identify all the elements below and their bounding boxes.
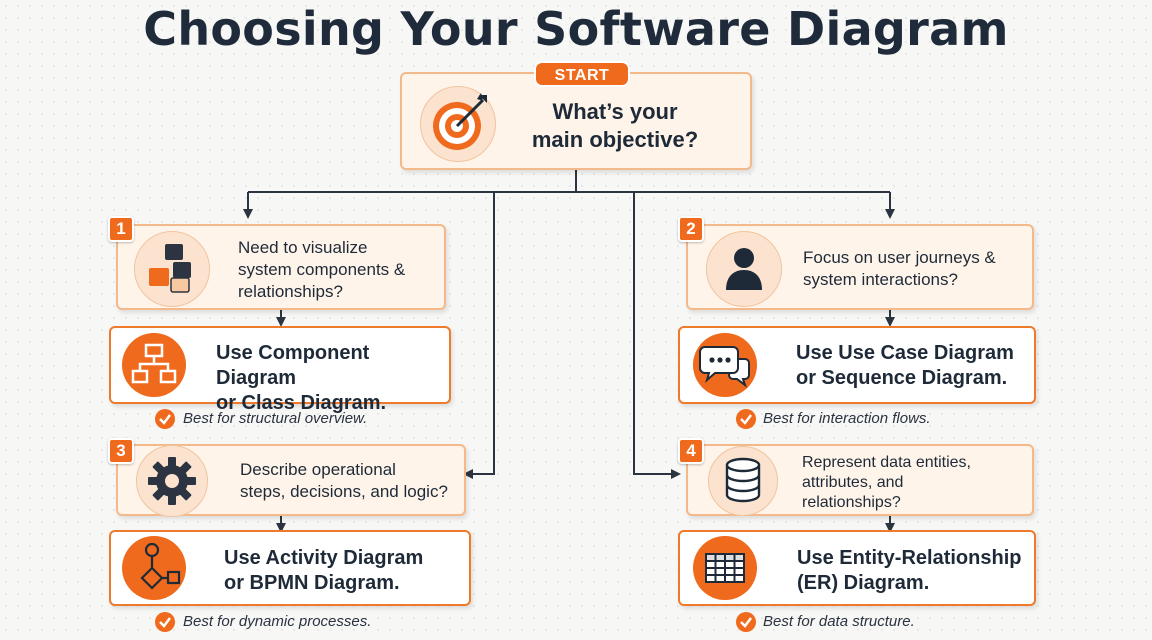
hierarchy-icon [122, 333, 186, 397]
answer-4-line-2: (ER) Diagram. [797, 572, 930, 594]
start-question-line2: main objective? [531, 127, 699, 152]
answer-2-line-2: or Sequence Diagram. [796, 367, 1008, 389]
question-text-4: Represent data entities, attributes, and… [802, 453, 1027, 513]
blocks-icon [134, 231, 210, 307]
question-text-3: Describe operational steps, decisions, a… [240, 459, 464, 503]
flowchart-icon [122, 536, 186, 600]
table-icon [693, 536, 757, 600]
branch-number-3: 3 [108, 438, 134, 464]
answer-1-line-1: Use Component Diagram [216, 342, 370, 389]
question-4-line-2: attributes, and [802, 474, 904, 491]
answer-text-1: Use Component Diagram or Class Diagram. [216, 341, 448, 416]
checkmark-icon [736, 409, 756, 429]
note-3: Best for dynamic processes. [183, 613, 372, 630]
answer-text-2: Use Use Case Diagram or Sequence Diagram… [796, 341, 1028, 391]
branch-number-4: 4 [678, 438, 704, 464]
page-title: Choosing Your Software Diagram [143, 2, 1009, 56]
answer-2-line-1: Use Use Case Diagram [796, 342, 1014, 364]
question-3-line-2: steps, decisions, and logic? [240, 482, 448, 501]
answer-3-line-2: or BPMN Diagram. [224, 572, 400, 594]
question-1-line-3: relationships? [238, 282, 343, 301]
chat-bubbles-icon [693, 333, 757, 397]
answer-1-line-2: or Class Diagram. [216, 392, 387, 414]
answer-text-4: Use Entity-Relationship (ER) Diagram. [797, 546, 1029, 596]
question-text-1: Need to visualize system components & re… [238, 237, 438, 303]
checkmark-icon [736, 612, 756, 632]
branch-number-1: 1 [108, 216, 134, 242]
answer-4-line-1: Use Entity-Relationship [797, 547, 1022, 569]
question-2-line-1: Focus on user journeys & [803, 248, 996, 267]
connector-to-q3 [463, 192, 495, 479]
branch-number-2: 2 [678, 216, 704, 242]
database-icon [708, 446, 778, 516]
target-icon [420, 86, 496, 162]
note-2: Best for interaction flows. [763, 410, 931, 427]
question-4-line-3: relationships? [802, 494, 901, 511]
question-text-2: Focus on user journeys & system interact… [803, 247, 1028, 291]
connector-to-q4 [633, 192, 681, 479]
gear-icon [136, 445, 208, 517]
question-1-line-2: system components & [238, 260, 406, 279]
user-icon [706, 231, 782, 307]
question-3-line-1: Describe operational [240, 460, 396, 479]
question-2-line-2: system interactions? [803, 270, 958, 289]
checkmark-icon [155, 409, 175, 429]
note-4: Best for data structure. [763, 613, 915, 630]
question-4-line-1: Represent data entities, [802, 454, 971, 471]
answer-3-line-1: Use Activity Diagram [224, 547, 424, 569]
answer-text-3: Use Activity Diagram or BPMN Diagram. [224, 546, 464, 596]
question-1-line-1: Need to visualize [238, 238, 368, 257]
checkmark-icon [155, 612, 175, 632]
note-1: Best for structural overview. [183, 410, 368, 427]
start-question: What’s your main objective? [500, 98, 730, 154]
start-question-line1: What’s your [552, 99, 678, 124]
start-badge: START [534, 61, 630, 87]
